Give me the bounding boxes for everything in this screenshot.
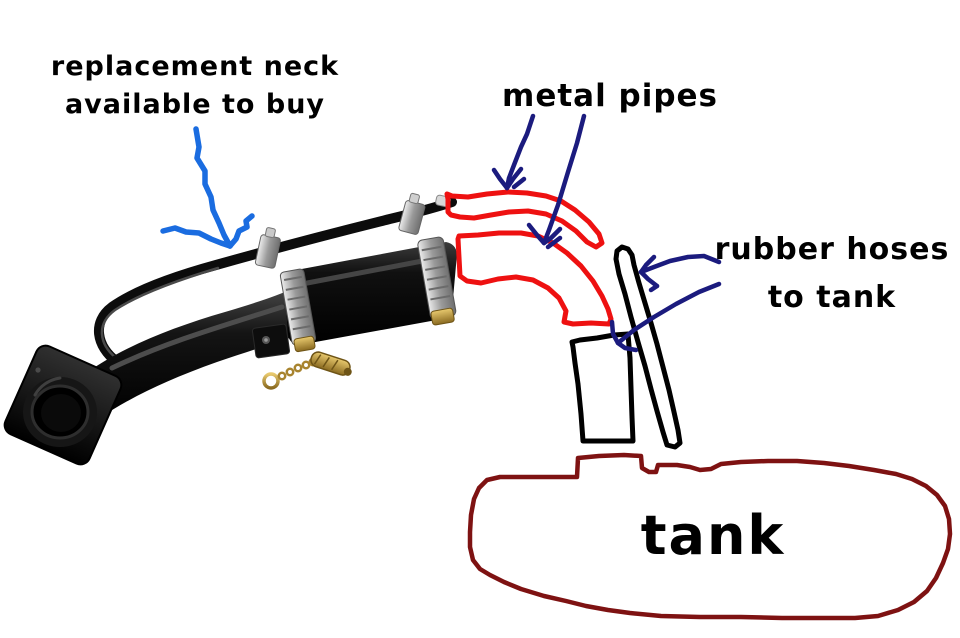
navy-arrows: [491, 113, 722, 353]
arrow-rubber-hose-lower: [609, 281, 722, 353]
tether-ring: [262, 372, 280, 390]
label-tank: tank: [640, 504, 786, 567]
label-replacement-neck-line1: replacement neck: [50, 51, 340, 82]
main-tube: [82, 288, 304, 418]
tether-bracket: [251, 323, 291, 359]
flange-screw: [35, 367, 41, 373]
label-rubber-hoses: rubber hoses to tank: [698, 226, 960, 322]
hose-clamp-left: [279, 268, 317, 353]
sleeve-gloss: [299, 255, 441, 287]
hose-clamp-right: [417, 236, 457, 326]
arrow-metal-pipe-lower: [526, 113, 587, 250]
vent-tube: [93, 197, 457, 367]
arrow-metal-pipe-upper: [491, 113, 536, 191]
bracket-screw-center: [264, 338, 268, 342]
label-rubber-hoses-line1: rubber hoses: [714, 232, 950, 267]
filler-opening-hole: [41, 394, 81, 432]
label-replacement-neck: replacement neck available to buy: [28, 48, 362, 124]
label-replacement-neck-line2: available to buy: [64, 89, 326, 120]
metal-pipes-sketch: [444, 189, 614, 327]
opening-highlight: [33, 376, 62, 397]
vent-tube-highlight: [100, 266, 220, 360]
vent-tube-clamp-mid: [254, 227, 281, 269]
rubber-sleeve: [284, 242, 457, 345]
vent-tube-clamp-end: [398, 192, 426, 235]
rubber-hose-wide: [569, 331, 636, 444]
rubber-hose-narrow: [613, 244, 683, 450]
rubber-hoses-sketch: [569, 244, 683, 450]
tether-cap-clip: [310, 351, 352, 376]
metal-pipe-upper: [444, 189, 605, 250]
label-rubber-hoses-line2: to tank: [767, 280, 897, 315]
arrow-rubber-hose-upper: [638, 253, 722, 293]
tank-outline: [467, 452, 953, 621]
label-metal-pipes: metal pipes: [502, 78, 718, 114]
main-tube-gloss: [109, 304, 285, 371]
blue-arrow-replacement-neck: [160, 126, 255, 249]
tank-sketch: [467, 452, 953, 621]
metal-pipe-lower: [455, 230, 614, 327]
filler-neck-photo: [3, 192, 457, 466]
